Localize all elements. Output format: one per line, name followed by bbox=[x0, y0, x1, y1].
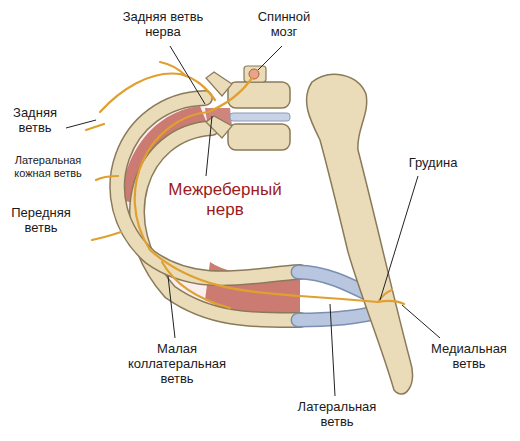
nerve-label: Задняя ветвь bbox=[6, 106, 64, 136]
nerve-label: Малая коллатеральная ветвь bbox=[118, 342, 236, 387]
structure-label: Грудина bbox=[398, 156, 468, 171]
rib bbox=[137, 128, 300, 320]
nerve-label: Латеральная кожная ветвь bbox=[4, 154, 92, 179]
spinal-cord bbox=[249, 69, 259, 79]
structure-label: Спинной мозг bbox=[252, 10, 316, 40]
nerve-label: Медиальная ветвь bbox=[422, 342, 516, 372]
nerve-label: Задняя ветвь нерва bbox=[122, 10, 204, 40]
vertebra bbox=[228, 124, 290, 150]
sternum bbox=[307, 74, 413, 394]
nerve-label: Передняя ветвь bbox=[6, 206, 76, 236]
vertebral-arch bbox=[244, 66, 266, 82]
nerve bbox=[86, 62, 404, 308]
nerve-label: Латеральная ветвь bbox=[292, 400, 382, 430]
leader-line bbox=[66, 46, 440, 396]
title-label: Межреберный нерв bbox=[150, 180, 300, 219]
intervertebral-disc bbox=[230, 113, 290, 121]
rib bbox=[117, 98, 300, 278]
rib bbox=[137, 128, 300, 320]
costal-cartilage bbox=[298, 312, 378, 320]
rib bbox=[117, 98, 300, 278]
costal-cartilage bbox=[298, 312, 378, 320]
